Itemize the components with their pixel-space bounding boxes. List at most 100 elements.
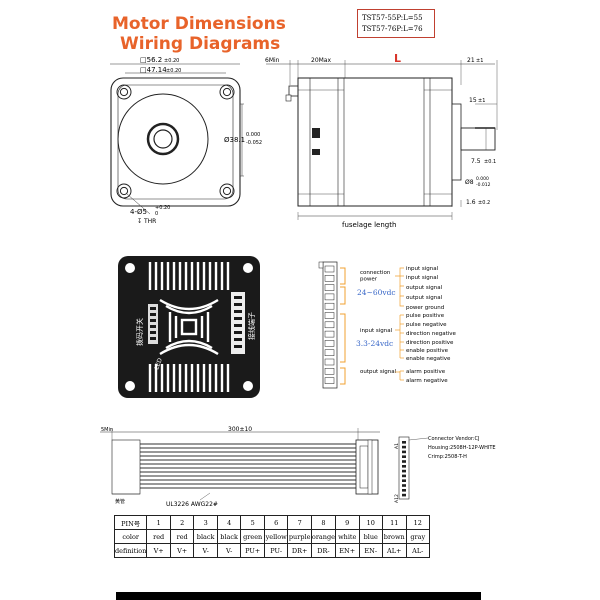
pin-definition-cell: EN+: [335, 543, 360, 558]
model-55: TST57-55P:L=55: [362, 14, 423, 22]
pin-a12: A12: [394, 494, 400, 503]
label-terminal: 接线端子: [247, 312, 256, 340]
label-fuselage: fuselage length: [342, 221, 396, 229]
dim-hole-spacing: □47.14: [140, 66, 167, 74]
shaft-circle: [153, 129, 173, 149]
connector-side-pin: [402, 469, 406, 473]
pin-color-cell: red: [146, 529, 171, 544]
dip-switch: [148, 304, 158, 344]
dim-6min: 6Min: [265, 57, 280, 64]
dim-outer-tol: ±0.20: [164, 58, 179, 64]
pin-color-cell: purple: [287, 529, 312, 544]
pin-definition-cell: AL-: [405, 543, 430, 558]
connector-pin: [324, 349, 335, 356]
dim-1-6-tol: ±0.2: [478, 200, 490, 206]
pin-color-cell: gray: [405, 529, 430, 544]
pin-definition-cell: PU+: [240, 543, 265, 558]
dim-7-5-tol: ±0.1: [484, 159, 496, 165]
dim-shaft: Ø8: [465, 179, 474, 186]
connector-side-pin: [402, 450, 406, 454]
pin-number-cell: 9: [335, 515, 360, 530]
pin-signal-label: input signal: [406, 275, 439, 281]
label-led: LED: [153, 357, 164, 371]
pin-number-cell: 2: [169, 515, 195, 530]
connector-crimp: Crimp:2508-T-H: [428, 454, 467, 460]
pin-number-cell: 4: [216, 515, 242, 530]
model-list: TST57-55P:L=55 TST57-76P:L=76: [357, 9, 435, 38]
dim-15: 15: [469, 97, 477, 104]
connector-pin: [324, 265, 335, 273]
pin-signal-label: pulse negative: [406, 322, 447, 328]
dim-outer-square: □56.2: [140, 56, 162, 64]
pin-color-cell: red: [169, 529, 195, 544]
pin-definition-cell: EN-: [358, 543, 383, 558]
connector-pin: [324, 293, 335, 301]
model-76: TST57-76P:L=76: [362, 25, 423, 33]
title-motor-dimensions: Motor Dimensions: [112, 14, 286, 34]
connector-pin: [324, 321, 335, 329]
definition-row-header: definition: [113, 543, 148, 558]
group-input-signal: input signal: [360, 328, 393, 334]
pin-signal-label: direction positive: [406, 340, 454, 346]
dim-shaft-tol-up: 0.000: [476, 176, 489, 182]
dim-holes: 4-Ø5: [130, 208, 147, 216]
connector-pins: [324, 265, 335, 384]
connector-side-pin: [402, 441, 406, 444]
connector-side-pin: [402, 445, 406, 449]
dim-holes-tol-up: +0.20: [155, 205, 170, 211]
connector-side-pin: [402, 484, 406, 487]
pin-a1: A1: [394, 443, 400, 449]
connector-pin: [324, 275, 335, 282]
pin-signal-label: direction negative: [406, 331, 457, 337]
pin-color-cell: white: [335, 529, 360, 544]
cable-wires: [111, 439, 356, 495]
pin-signal-label: input signal: [406, 266, 439, 272]
pin-signal-label: enable positive: [406, 348, 449, 354]
connector-housing: Housing:2508H-12P-WHITE: [428, 445, 496, 451]
pin-definition-cell: V+: [169, 543, 195, 558]
dim-20max: 20Max: [311, 57, 331, 64]
connector-pin: [324, 368, 335, 375]
group-input-voltage: 3.3-24vdc: [356, 339, 393, 348]
connector-side-pin: [402, 489, 406, 492]
pin-number-cell: 12: [405, 515, 430, 530]
group-output-signal: output signal: [360, 369, 397, 375]
pin-color-cell: yellow: [263, 529, 289, 544]
connector-pin: [324, 340, 335, 347]
dim-21: 21: [467, 57, 475, 64]
pin-color-cell: green: [240, 529, 265, 544]
pin-color-cell: orange: [310, 529, 337, 544]
dim-holes-tol-down: 0: [155, 211, 158, 217]
pin-number-cell: 10: [358, 515, 383, 530]
pin-definition-cell: DR-: [310, 543, 337, 558]
connector-side-pin: [402, 455, 406, 458]
heatsink-fins: [148, 262, 230, 392]
connector-side: [398, 436, 410, 500]
pin-definition-cell: DR+: [287, 543, 312, 558]
dim-cable-length: 300±10: [228, 426, 252, 433]
connector-pin: [324, 302, 335, 310]
dim-15-tol: ±1: [478, 98, 485, 104]
dim-1-6: 1.6: [466, 199, 476, 206]
pin-signal-label: enable negative: [406, 356, 451, 362]
pin-number-cell: 7: [287, 515, 312, 530]
connector-side-pin: [402, 465, 406, 468]
dim-boss-tol-up: 0.000: [246, 132, 260, 138]
wire-spec: UL3226 AWG22#: [166, 501, 218, 508]
pin-number-cell: 11: [382, 515, 407, 530]
pin-definition-cell: AL+: [382, 543, 407, 558]
connector-side-pin: [402, 493, 406, 497]
connector-pin: [324, 284, 335, 291]
connector-side-pin: [402, 460, 406, 463]
connector-pin: [324, 312, 335, 319]
pin-number-cell: 3: [193, 515, 218, 530]
pin-number-cell: 1: [146, 515, 171, 530]
pin-row-header: PIN号: [113, 515, 148, 530]
dim-5min: 5Min: [101, 427, 113, 433]
